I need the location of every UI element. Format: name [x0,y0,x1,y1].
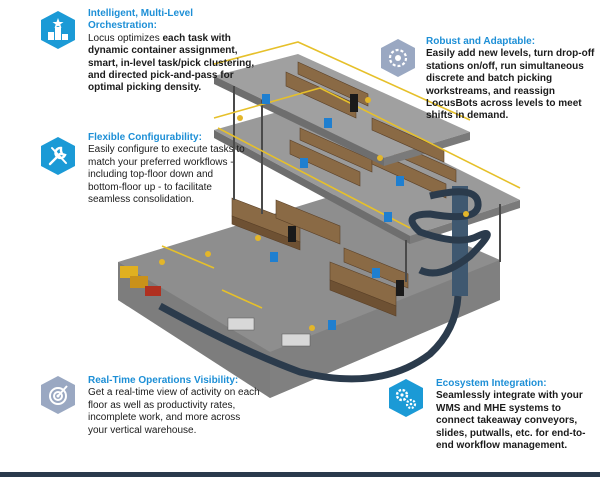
visibility-title: Real-Time Operations Visibility: [88,375,239,386]
orchestration-text: Locus optimizes [88,32,163,44]
orchestration-title: Intelligent, Multi-Level Orchestration: [88,8,194,32]
target-icon [40,375,76,415]
support-columns [233,86,501,282]
warehouse-workers [159,97,469,331]
packing-stations [120,266,311,347]
orchestration-emphasis: each task with dynamic container assignm… [88,32,255,94]
locusbot-robots [262,94,404,330]
flexible-callout: Flexible Configurability: Easily configu… [88,132,248,206]
gear-link-icon [380,38,416,78]
visibility-text: Get a real-time view of activity on each… [88,387,260,436]
orchestration-callout: Intelligent, Multi-Level Orchestration: … [88,8,260,95]
safety-railings [161,41,521,309]
robust-text: Easily add new levels, turn drop-off sta… [426,48,595,122]
robust-callout: Robust and Adaptable: Easily add new lev… [426,36,598,123]
top-level-deck [214,54,470,166]
wrench-icon [40,136,76,176]
ecosystem-title: Ecosystem Integration: [436,378,547,389]
flexible-text: Easily configure to execute tasks to mat… [88,144,245,206]
podium-ranking-icon [40,10,76,50]
robust-title: Robust and Adaptable: [426,36,536,47]
display-screens [288,94,404,296]
gears-icon [388,378,424,418]
footer-bar [0,472,600,477]
visibility-callout: Real-Time Operations Visibility: Get a r… [88,375,260,437]
ecosystem-text: Seamlessly integrate with your WMS and M… [436,390,586,452]
ecosystem-callout: Ecosystem Integration: Seamlessly integr… [436,378,596,452]
flexible-title: Flexible Configurability: [88,132,202,143]
